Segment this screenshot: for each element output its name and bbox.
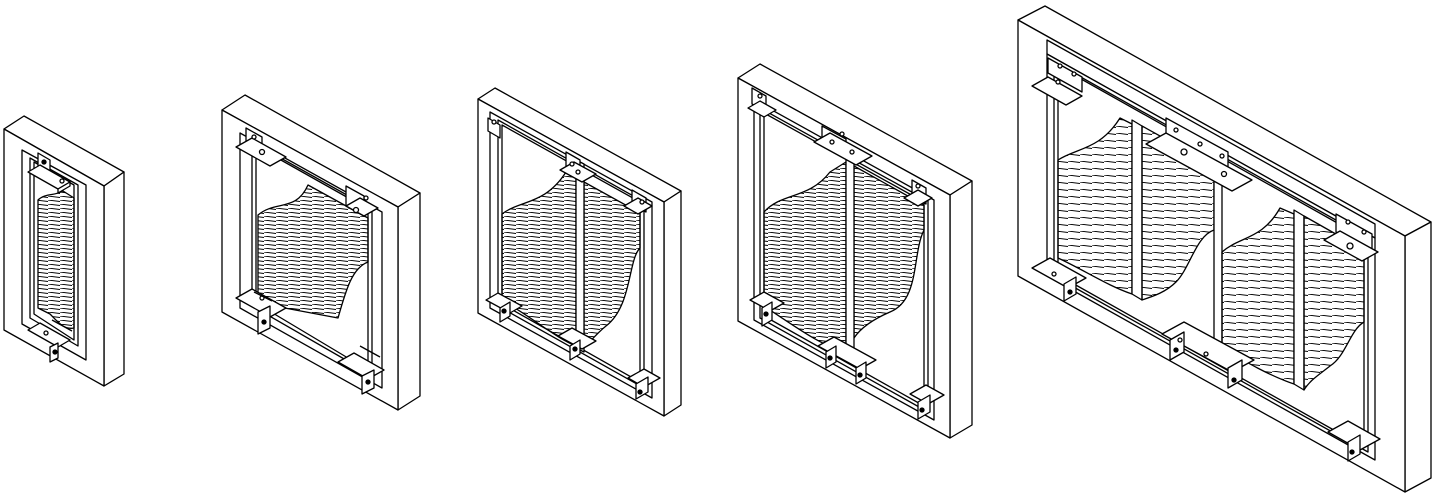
top-right-bracket <box>903 179 933 207</box>
bottom-right-bracket <box>627 368 661 400</box>
bottom-bracket <box>27 319 73 363</box>
bottom-center-bracket <box>1161 321 1255 389</box>
panel-2 <box>221 94 421 411</box>
bottom-center-bracket <box>817 336 877 385</box>
top-right-bracket <box>623 189 653 215</box>
hatched-louvers-4 <box>1303 215 1365 391</box>
bottom-right-bracket <box>909 384 945 420</box>
top-left-bracket <box>235 127 287 167</box>
hatched-louvers <box>37 190 75 329</box>
frame-side-face <box>397 192 421 411</box>
top-left-bracket <box>1031 57 1083 106</box>
top-bracket <box>27 152 71 194</box>
frame-side-face <box>103 171 125 387</box>
inner-frame <box>29 157 79 347</box>
bottom-center-bracket <box>557 327 597 361</box>
frame-side-face <box>949 180 973 439</box>
inner-frame <box>1053 61 1369 453</box>
top-center-bracket <box>559 151 597 183</box>
mullion-2 <box>1293 209 1305 391</box>
top-left-bracket <box>487 117 501 139</box>
bottom-left-bracket <box>749 291 785 327</box>
top-center-bracket <box>1145 117 1253 192</box>
center-mullion <box>845 149 855 365</box>
panel-1 <box>3 115 125 387</box>
bottom-left-bracket <box>485 292 523 323</box>
panel-5 <box>1017 5 1432 493</box>
top-center-bracket <box>813 125 873 166</box>
hatched-louvers <box>257 184 369 319</box>
bottom-left-bracket <box>1031 257 1087 302</box>
panel-4 <box>737 63 973 439</box>
top-right-bracket <box>345 185 379 217</box>
hatched-louvers-right <box>853 165 925 339</box>
center-mullion <box>575 159 585 353</box>
module-divider <box>1213 159 1223 351</box>
frame-side-face <box>1404 221 1432 493</box>
panel-3 <box>477 87 682 417</box>
bottom-right-bracket <box>1327 420 1381 462</box>
bottom-left-bracket <box>235 288 287 335</box>
mullion-1 <box>1131 119 1143 301</box>
frame-side-face <box>663 190 682 417</box>
bottom-right-bracket <box>337 345 385 395</box>
top-left-bracket <box>747 87 777 118</box>
top-right-bracket <box>1323 213 1379 262</box>
